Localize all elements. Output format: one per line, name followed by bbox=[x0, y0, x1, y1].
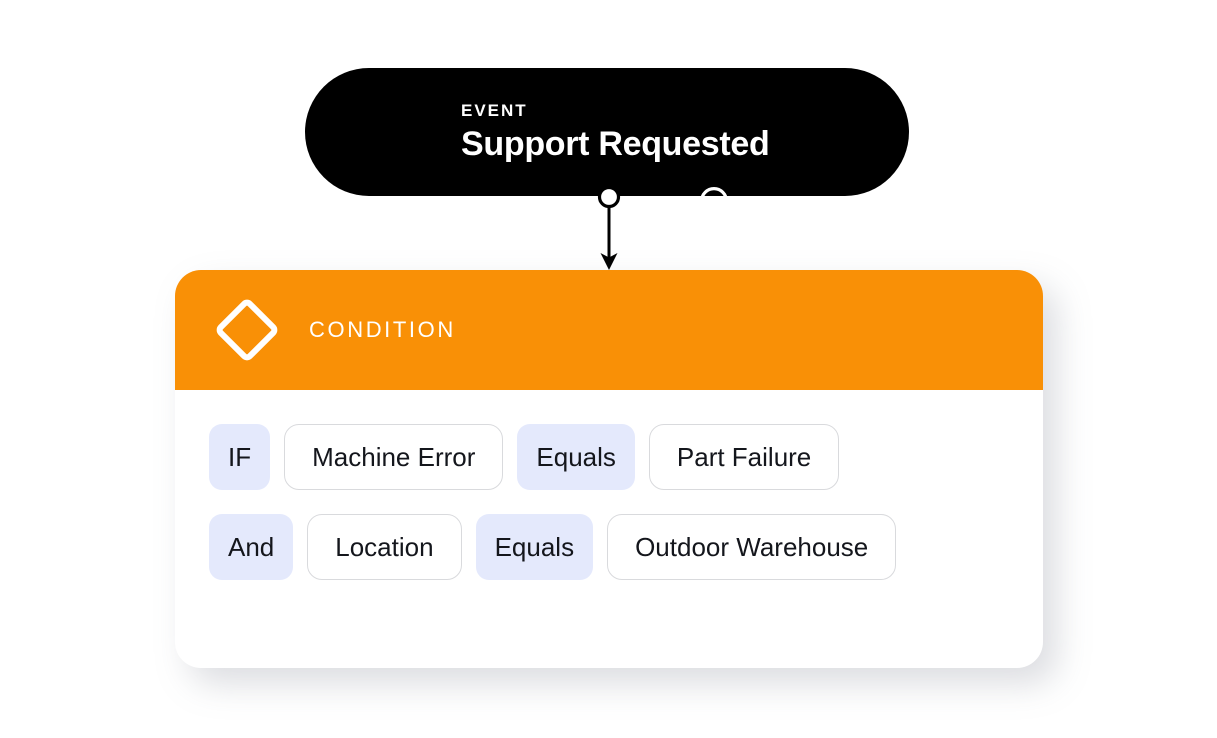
rule-operator-chip[interactable]: And bbox=[209, 514, 294, 580]
event-node-text: EVENT Support Requested bbox=[461, 100, 770, 163]
diamond-outline-icon bbox=[211, 294, 283, 366]
rule-field-chip[interactable]: Machine Error bbox=[284, 424, 504, 490]
condition-rules-list: IF Machine Error Equals Part Failure And… bbox=[175, 390, 1043, 580]
event-node-card[interactable]: EVENT Support Requested bbox=[305, 68, 909, 215]
rule-value-chip[interactable]: Part Failure bbox=[648, 424, 840, 490]
rule-comparator-chip[interactable]: Equals bbox=[517, 424, 635, 490]
condition-node-kicker: CONDITION bbox=[309, 317, 456, 342]
condition-node-header: CONDITION bbox=[175, 270, 1043, 390]
rule-field-chip[interactable]: Location bbox=[307, 514, 462, 580]
rule-value-chip[interactable]: Outdoor Warehouse bbox=[607, 514, 897, 580]
condition-rule-row: And Location Equals Outdoor Warehouse bbox=[209, 514, 1043, 580]
connector-arrow bbox=[592, 182, 626, 274]
rule-comparator-chip[interactable]: Equals bbox=[475, 514, 594, 580]
event-node-title: Support Requested bbox=[461, 124, 770, 163]
condition-node-card[interactable]: CONDITION IF Machine Error Equals Part F… bbox=[175, 270, 1043, 668]
event-node-kicker: EVENT bbox=[461, 100, 528, 120]
condition-rule-row: IF Machine Error Equals Part Failure bbox=[209, 424, 1043, 490]
rule-operator-chip[interactable]: IF bbox=[209, 424, 271, 490]
circle-outline-icon bbox=[699, 186, 729, 216]
